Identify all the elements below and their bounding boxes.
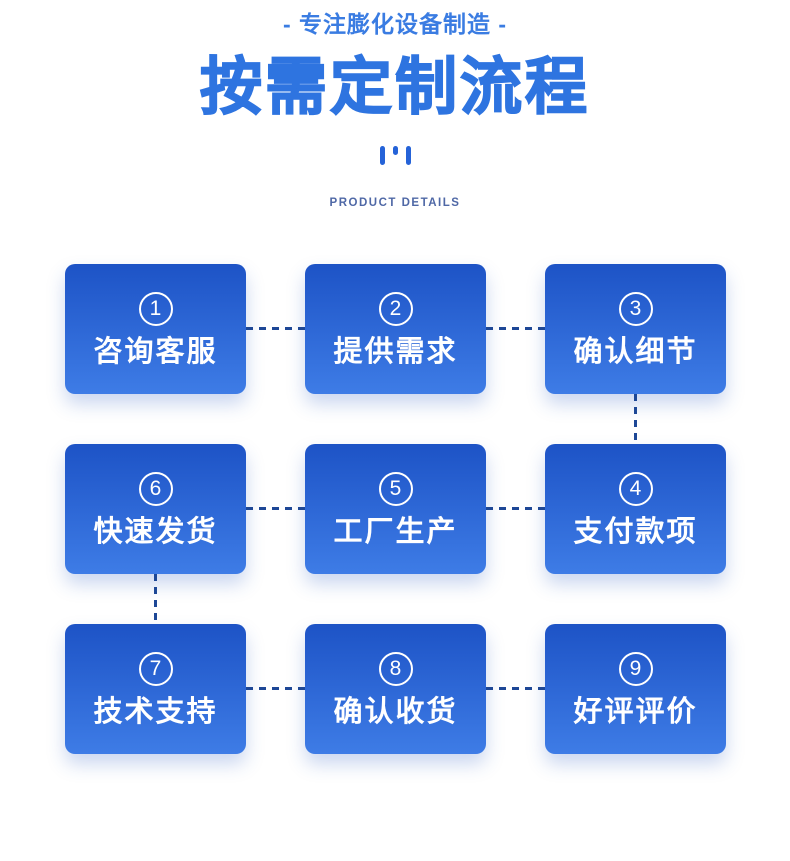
flow-step-1: 1 咨询客服	[65, 264, 246, 394]
step-label: 好评评价	[573, 695, 698, 728]
step-number-circle: 8	[378, 651, 413, 686]
step-number-circle: 6	[138, 471, 173, 506]
bar-middle	[392, 146, 398, 156]
step-label: 确认收货	[333, 695, 458, 728]
tagline: - 专注膨化设备制造 -	[282, 11, 508, 37]
step-number-circle: 9	[618, 651, 653, 686]
step-label: 提供需求	[333, 335, 458, 368]
step-label: 快速发货	[93, 515, 218, 548]
step-number-circle: 2	[378, 291, 413, 326]
flow-step-4: 4 支付款项	[545, 444, 726, 574]
flow-grid: 1 咨询客服 2 提供需求 3 确认细节 6 快速发货 5 工厂生产 4 支付款…	[0, 264, 790, 784]
step-label: 技术支持	[93, 695, 218, 728]
step-label: 确认细节	[573, 335, 698, 368]
step-label: 工厂生产	[333, 515, 458, 548]
step-number-circle: 7	[138, 651, 173, 686]
flow-step-3: 3 确认细节	[545, 264, 726, 394]
connector-3-4	[634, 394, 637, 444]
connector-5-4	[486, 507, 545, 510]
step-number-circle: 4	[618, 471, 653, 506]
step-number-circle: 3	[618, 291, 653, 326]
connector-1-2	[246, 327, 305, 330]
page-title: 按需定制流程	[199, 53, 590, 122]
step-label: 支付款项	[573, 515, 698, 548]
flow-step-5: 5 工厂生产	[305, 444, 486, 574]
step-number-circle: 1	[138, 291, 173, 326]
connector-2-3	[486, 327, 545, 330]
flow-step-7: 7 技术支持	[65, 624, 246, 754]
bar-right	[405, 146, 411, 166]
flow-step-8: 8 确认收货	[305, 624, 486, 754]
step-label: 咨询客服	[93, 335, 218, 368]
flow-step-9: 9 好评评价	[545, 624, 726, 754]
flow-step-6: 6 快速发货	[65, 444, 246, 574]
subtitle-product-details: PRODUCT DETAILS	[329, 197, 461, 210]
bar-left	[379, 146, 385, 166]
three-bars-icon	[0, 146, 790, 166]
connector-6-7	[154, 574, 157, 624]
connector-8-9	[486, 687, 545, 690]
connector-6-5	[246, 507, 305, 510]
flow-step-2: 2 提供需求	[305, 264, 486, 394]
connector-7-8	[246, 687, 305, 690]
step-number-circle: 5	[378, 471, 413, 506]
